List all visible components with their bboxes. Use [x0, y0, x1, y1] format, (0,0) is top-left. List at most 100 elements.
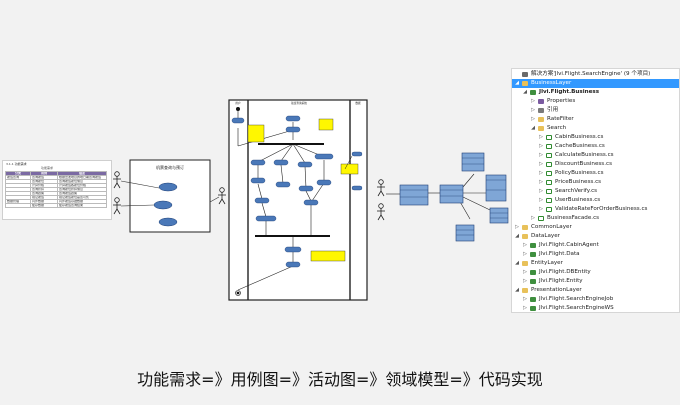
collapsed-arrow-icon[interactable]: ▷ — [531, 98, 535, 104]
expanded-arrow-icon[interactable]: ◢ — [515, 80, 519, 86]
collapsed-arrow-icon[interactable]: ▷ — [539, 206, 543, 212]
end-node — [235, 290, 241, 296]
solution-tree-item[interactable]: ▷Jlvi.Flight.SearchEngineJob — [512, 295, 679, 304]
proj-icon — [530, 306, 536, 311]
requirements-row: 缓存数据缓存航班查询结果 — [5, 203, 107, 208]
collapsed-arrow-icon[interactable]: ▷ — [531, 215, 535, 221]
solution-tree-item[interactable]: ◢Search — [512, 124, 679, 133]
solution-tree-item[interactable]: ▷ CacheBusiness.cs — [512, 142, 679, 151]
solution-tree-label: RateFilter — [547, 116, 574, 122]
solution-tree-label: ValidateRateForOrderBusiness.cs — [555, 206, 648, 212]
swimlane-label: 航班查询系统 — [291, 101, 307, 105]
usecase-title: 机票查询与预订 — [156, 164, 184, 170]
end-node-inner — [236, 291, 240, 295]
solution-tree-item[interactable]: ◢DataLayer — [512, 232, 679, 241]
solution-tree-item[interactable]: ▷CommonLayer — [512, 223, 679, 232]
collapsed-arrow-icon[interactable]: ▷ — [539, 179, 543, 185]
folder-icon — [522, 261, 528, 266]
solution-tree-item[interactable]: ▷Jlvi.Flight.DBEntity — [512, 268, 679, 277]
solution-tree-item[interactable]: 解决方案'Jlvi.Flight.SearchEngine' (9 个项目) — [512, 70, 679, 79]
activity-node — [231, 117, 245, 124]
fork-bar — [258, 143, 324, 145]
expanded-arrow-icon[interactable]: ◢ — [523, 89, 527, 95]
solution-tree-label: Jlvi.Flight.CabinAgent — [539, 242, 599, 248]
note-box — [247, 124, 265, 143]
solution-tree-item[interactable]: ▷ Jlvi.Flight.CabinAgent — [512, 241, 679, 250]
collapsed-arrow-icon[interactable]: ▷ — [539, 197, 543, 203]
solution-tree-item[interactable]: ▷ SearchVerify.cs — [512, 187, 679, 196]
collapsed-arrow-icon[interactable]: ▷ — [523, 305, 527, 311]
solution-tree-label: CacheBusiness.cs — [555, 143, 605, 149]
expanded-arrow-icon[interactable]: ◢ — [531, 125, 535, 131]
cs-icon — [546, 198, 552, 203]
note-box — [310, 250, 346, 262]
domain-model — [377, 152, 509, 242]
solution-tree-item[interactable]: ◢EntityLayer — [512, 259, 679, 268]
collapsed-arrow-icon[interactable]: ▷ — [539, 161, 543, 167]
solution-tree-item[interactable]: ▷PolicyBusiness.cs — [512, 169, 679, 178]
solution-tree-label: Jlvi.Flight.SearchEngineWS — [539, 305, 614, 311]
collapsed-arrow-icon[interactable]: ▷ — [531, 116, 535, 122]
collapsed-arrow-icon[interactable]: ▷ — [539, 134, 543, 140]
flow-connector — [344, 155, 353, 170]
solution-tree-label: PresentationLayer — [531, 287, 582, 293]
expanded-arrow-icon[interactable]: ◢ — [515, 233, 519, 239]
solution-tree-item[interactable]: ◢Jlvi.Flight.Business — [512, 88, 679, 97]
collapsed-arrow-icon[interactable]: ▷ — [523, 269, 527, 275]
solution-tree-item[interactable]: ▷CabinBusiness.cs — [512, 133, 679, 142]
activity-node — [351, 151, 363, 157]
activity-node — [285, 126, 301, 133]
start-node — [236, 107, 240, 111]
solution-tree-item[interactable]: ▷ Jlvi.Flight.Data — [512, 250, 679, 259]
collapsed-arrow-icon[interactable]: ▷ — [539, 143, 543, 149]
activity-node — [298, 185, 314, 192]
solution-tree-item[interactable]: ▷Jlvi.Flight.Entity — [512, 277, 679, 286]
expanded-arrow-icon[interactable]: ◢ — [515, 260, 519, 266]
collapsed-arrow-icon[interactable]: ▷ — [523, 251, 527, 257]
solution-tree-item[interactable]: ▷ DiscountBusiness.cs — [512, 160, 679, 169]
solution-tree-item[interactable]: ◢BusinessLayer — [512, 79, 679, 88]
folder-icon — [538, 126, 544, 131]
activity-node — [316, 179, 332, 186]
solution-tree-label: Jlvi.Flight.Data — [539, 251, 580, 257]
note-box — [340, 163, 359, 175]
solution-tree-item[interactable]: ▷PriceBusiness.cs — [512, 178, 679, 187]
cs-icon — [546, 180, 552, 185]
requirements-table-card: 3.1.1 功能需求 功能需求 分类 用例 描述 航班查询查询航班根据出发地目的… — [2, 160, 112, 220]
solution-tree-item[interactable]: ▷Properties — [512, 97, 679, 106]
solution-tree-label: SearchVerify.cs — [555, 188, 598, 194]
requirements-title: 3.1.1 功能需求 — [6, 162, 27, 166]
actor-figure — [377, 179, 385, 197]
solution-tree-item[interactable]: ▷ CalculateBusiness.cs — [512, 151, 679, 160]
solution-tree-item[interactable]: ◢ PresentationLayer — [512, 286, 679, 295]
solution-tree-item[interactable]: ▷ BusinessFacade.cs — [512, 214, 679, 223]
cs-icon — [546, 162, 552, 167]
collapsed-arrow-icon[interactable]: ▷ — [539, 188, 543, 194]
solution-tree-item[interactable]: ▷ Jlvi.Flight.SearchEngineWS — [512, 304, 679, 312]
solution-tree-item[interactable]: ▷ ValidateRateForOrderBusiness.cs — [512, 205, 679, 214]
solution-tree-label: DiscountBusiness.cs — [555, 161, 612, 167]
domain-class — [461, 152, 485, 172]
swimlane-label: 用户 — [235, 101, 241, 105]
collapsed-arrow-icon[interactable]: ▷ — [539, 170, 543, 176]
collapsed-arrow-icon[interactable]: ▷ — [523, 242, 527, 248]
cs-icon — [546, 171, 552, 176]
collapsed-arrow-icon[interactable]: ▷ — [539, 152, 543, 158]
solution-tree-item[interactable]: ▷引用 — [512, 106, 679, 115]
solution-tree-item[interactable]: ▷UserBusiness.cs — [512, 196, 679, 205]
flow-connectors — [237, 111, 330, 291]
activity-node — [351, 185, 363, 191]
solution-tree-item[interactable]: ▷ RateFilter — [512, 115, 679, 124]
collapsed-arrow-icon[interactable]: ▷ — [515, 224, 519, 230]
solution-tree-label: BusinessFacade.cs — [547, 215, 600, 221]
collapsed-arrow-icon[interactable]: ▷ — [531, 107, 535, 113]
collapsed-arrow-icon[interactable]: ▷ — [523, 296, 527, 302]
expanded-arrow-icon[interactable]: ◢ — [515, 287, 519, 293]
activity-node — [275, 181, 291, 188]
solution-explorer: 解决方案'Jlvi.Flight.SearchEngine' (9 个项目)◢B… — [511, 68, 680, 313]
activity-node — [303, 199, 319, 206]
collapsed-arrow-icon[interactable]: ▷ — [523, 278, 527, 284]
domain-class — [439, 184, 464, 204]
solution-tree-label: CalculateBusiness.cs — [555, 152, 614, 158]
domain-class — [455, 224, 475, 242]
